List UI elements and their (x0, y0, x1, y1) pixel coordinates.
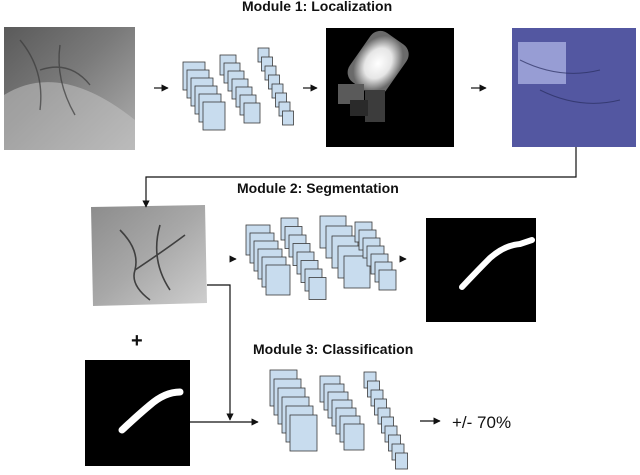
cnn-layer-block (395, 452, 408, 470)
arrow-crop-to-classifier (207, 284, 234, 421)
classification-mask-input (85, 360, 190, 466)
cnn-layer-stack-module2 (245, 215, 397, 300)
localization-overlay (512, 28, 636, 147)
cnn-layer-block (378, 269, 397, 291)
cnn-layer-block (343, 423, 365, 451)
cnn-layer-block (243, 102, 261, 124)
input-angiogram-image (4, 27, 135, 150)
segmentation-mask (426, 218, 536, 322)
cropped-angiogram-image (91, 205, 207, 306)
cnn-layer-block (265, 264, 291, 296)
flow-arrows (142, 84, 577, 426)
localization-heatmap (326, 28, 454, 147)
cnn-layer-stack-module3 (269, 369, 408, 470)
module2-title: Module 2: Segmentation (237, 180, 399, 196)
arrow-overlay-to-crop (142, 147, 577, 208)
cnn-layer-stack-module1 (182, 47, 294, 131)
module1-title: Module 1: Localization (242, 0, 393, 14)
cnn-layer-block (289, 414, 318, 452)
cnn-layer-block (202, 101, 226, 131)
cnn-layer-block (308, 277, 327, 300)
classification-output: +/- 70% (452, 413, 512, 432)
cnn-layer-block (282, 110, 294, 126)
plus-sign: + (131, 330, 143, 352)
module3-title: Module 3: Classification (253, 341, 414, 357)
cnn-layer-block (343, 255, 371, 289)
